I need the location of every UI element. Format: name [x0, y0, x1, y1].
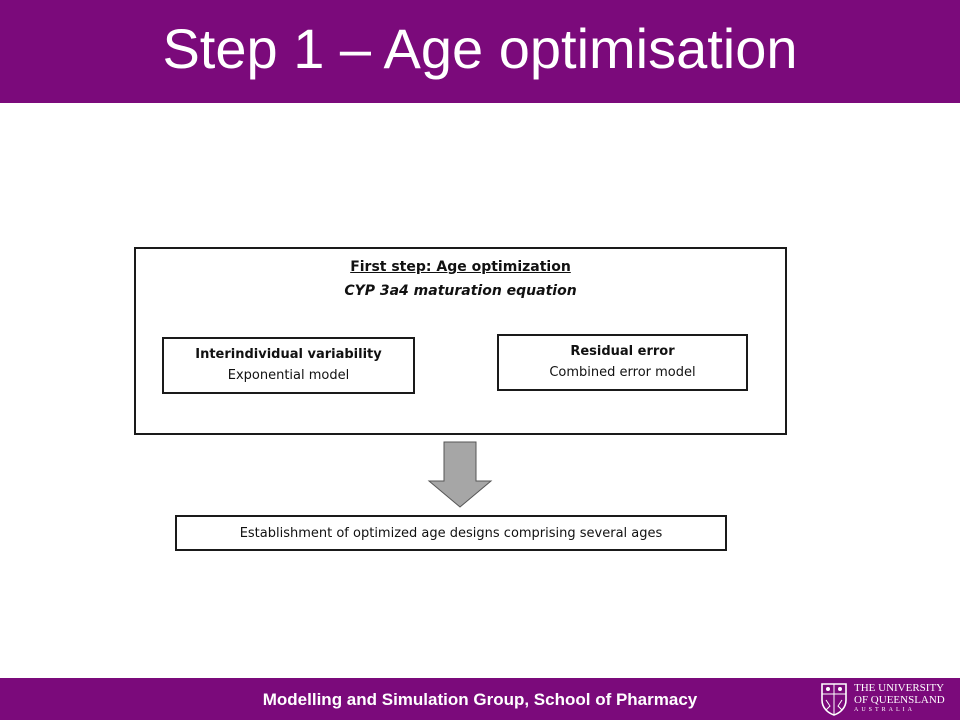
- crest-icon: [821, 683, 847, 716]
- university-logo: THE UNIVERSITY OF QUEENSLAND AUSTRALIA: [820, 681, 950, 717]
- combined-error-model-label: Combined error model: [549, 365, 696, 380]
- down-arrow-icon: [427, 441, 493, 508]
- residual-error-title: Residual error: [570, 344, 675, 359]
- interindividual-variability-box: Interindividual variability Exponential …: [162, 337, 415, 394]
- logo-text-line3: AUSTRALIA: [854, 707, 915, 713]
- footer-group-label: Modelling and Simulation Group, School o…: [262, 690, 698, 709]
- age-designs-result-label: Establishment of optimized age designs c…: [239, 526, 663, 541]
- logo-text-line1: THE UNIVERSITY: [854, 682, 945, 694]
- age-optimization-title: First step: Age optimization: [350, 259, 571, 275]
- age-designs-result-box: Establishment of optimized age designs c…: [175, 515, 727, 551]
- title-banner: Step 1 – Age optimisation: [0, 0, 960, 103]
- exponential-model-label: Exponential model: [227, 368, 350, 383]
- interindividual-variability-title: Interindividual variability: [195, 347, 382, 362]
- residual-error-box: Residual error Combined error model: [497, 334, 748, 391]
- maturation-equation-label: CYP 3a4 maturation equation: [344, 283, 577, 299]
- footer-banner: Modelling and Simulation Group, School o…: [0, 678, 960, 720]
- logo-text-line2: OF QUEENSLAND: [854, 694, 945, 706]
- slide-title: Step 1 – Age optimisation: [162, 17, 798, 80]
